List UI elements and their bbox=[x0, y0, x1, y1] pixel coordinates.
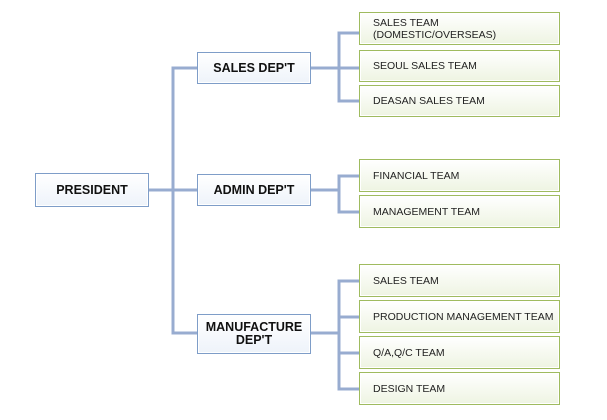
department-box-manufacture: MANUFACTURE DEP'T bbox=[197, 314, 311, 354]
department-label: MANUFACTURE DEP'T bbox=[205, 320, 303, 347]
team-label: PRODUCTION MANAGEMENT TEAM bbox=[373, 310, 554, 323]
team-label: DEASAN SALES TEAM bbox=[373, 95, 485, 107]
team-box-management: MANAGEMENT TEAM bbox=[359, 195, 560, 228]
team-box-qa-qc: Q/A,Q/C TEAM bbox=[359, 336, 560, 369]
team-box-deasan-sales: DEASAN SALES TEAM bbox=[359, 85, 560, 117]
department-label: ADMIN DEP'T bbox=[213, 182, 295, 197]
president-box: PRESIDENT bbox=[35, 173, 149, 207]
team-label: Q/A,Q/C TEAM bbox=[373, 346, 445, 359]
team-box-sales-domestic-overseas: SALES TEAM (DOMESTIC/OVERSEAS) bbox=[359, 12, 560, 45]
team-label: SALES TEAM bbox=[373, 274, 439, 287]
president-label: PRESIDENT bbox=[56, 182, 128, 197]
team-box-production-management: PRODUCTION MANAGEMENT TEAM bbox=[359, 300, 560, 333]
department-box-sales: SALES DEP'T bbox=[197, 52, 311, 84]
team-box-seoul-sales: SEOUL SALES TEAM bbox=[359, 50, 560, 82]
team-label: DESIGN TEAM bbox=[373, 382, 446, 395]
team-label: FINANCIAL TEAM bbox=[373, 169, 460, 182]
team-box-financial: FINANCIAL TEAM bbox=[359, 159, 560, 192]
team-label: SEOUL SALES TEAM bbox=[373, 60, 477, 72]
team-box-design: DESIGN TEAM bbox=[359, 372, 560, 405]
team-label: MANAGEMENT TEAM bbox=[373, 205, 480, 218]
department-box-admin: ADMIN DEP'T bbox=[197, 174, 311, 206]
team-label: SALES TEAM (DOMESTIC/OVERSEAS) bbox=[373, 16, 497, 41]
team-box-manufacture-sales: SALES TEAM bbox=[359, 264, 560, 297]
department-label: SALES DEP'T bbox=[213, 60, 295, 75]
